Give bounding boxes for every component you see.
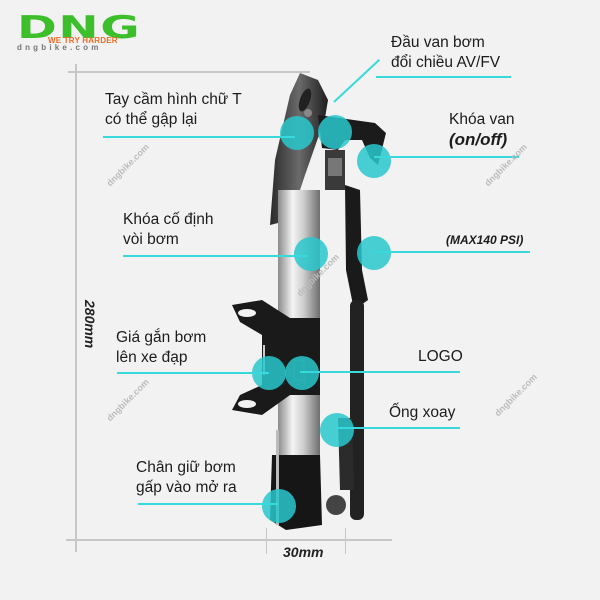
t-handle-label-line1: Tay cầm hình chữ T bbox=[105, 91, 242, 108]
brand-website: dngbike.com bbox=[17, 43, 102, 52]
t-handle-label-line2: có thể gập lại bbox=[105, 111, 198, 128]
swivel-hose-marker bbox=[320, 413, 354, 447]
hose-lock-line bbox=[123, 255, 308, 257]
head-valve-label-line1: Đầu van bơm bbox=[391, 34, 485, 51]
hose-lock-label-line2: vòi bơm bbox=[123, 231, 179, 248]
width-tick-left bbox=[266, 528, 267, 554]
foot-peg-line bbox=[138, 503, 278, 505]
valve-lock-line bbox=[374, 156, 519, 158]
head-valve-line bbox=[376, 76, 511, 78]
brand-logo: DNG bbox=[17, 10, 142, 46]
valve-lock-label-line2: (on/off) bbox=[449, 130, 508, 149]
foot-peg-label-line2: gấp vào mở ra bbox=[136, 479, 237, 496]
max-pressure-marker bbox=[357, 236, 391, 270]
valve-lock-label: Khóa van (on/off) bbox=[449, 110, 515, 150]
logo-line bbox=[300, 371, 460, 373]
valve-lock-marker bbox=[357, 144, 391, 178]
head-valve-label: Đầu van bơm đổi chiều AV/FV bbox=[391, 33, 500, 73]
hose-lock-label-line1: Khóa cố định bbox=[123, 211, 214, 228]
brand-tagline: WE TRY HARDER bbox=[48, 36, 118, 45]
bike-mount-label-line2: lên xe đạp bbox=[116, 349, 188, 366]
bike-mount-label: Giá gắn bơm lên xe đạp bbox=[116, 328, 206, 368]
swivel-hose-label: Ống xoay bbox=[389, 404, 456, 421]
logo-label: LOGO bbox=[418, 348, 463, 365]
head-valve-label-line2: đổi chiều AV/FV bbox=[391, 54, 501, 71]
t-handle-label: Tay cầm hình chữ T có thể gập lại bbox=[105, 90, 242, 130]
hose-lock-label: Khóa cố định vòi bơm bbox=[123, 210, 214, 250]
hose-lock-marker bbox=[294, 237, 328, 271]
width-tick-right bbox=[345, 528, 346, 554]
bottom-dimension-line bbox=[66, 539, 392, 541]
foot-peg-label-line1: Chân giữ bơm bbox=[136, 459, 236, 476]
swivel-hose-line bbox=[336, 427, 460, 429]
foot-peg-label: Chân giữ bơm gấp vào mở ra bbox=[136, 458, 237, 498]
height-dimension-line bbox=[75, 64, 77, 552]
max-pressure-label: (MAX140 PSI) bbox=[446, 233, 524, 247]
t-handle-line bbox=[103, 136, 295, 138]
foot-peg-marker bbox=[262, 489, 296, 523]
bike-mount-line bbox=[117, 372, 269, 374]
t-handle-marker bbox=[280, 116, 314, 150]
width-dimension-label: 30mm bbox=[283, 544, 324, 560]
head-valve-marker bbox=[318, 115, 352, 149]
logo-marker bbox=[285, 356, 319, 390]
valve-lock-label-line1: Khóa van bbox=[449, 111, 515, 128]
bike-mount-label-line1: Giá gắn bơm bbox=[116, 329, 207, 346]
top-dimension-line bbox=[68, 71, 310, 73]
max-pressure-line bbox=[374, 251, 530, 253]
